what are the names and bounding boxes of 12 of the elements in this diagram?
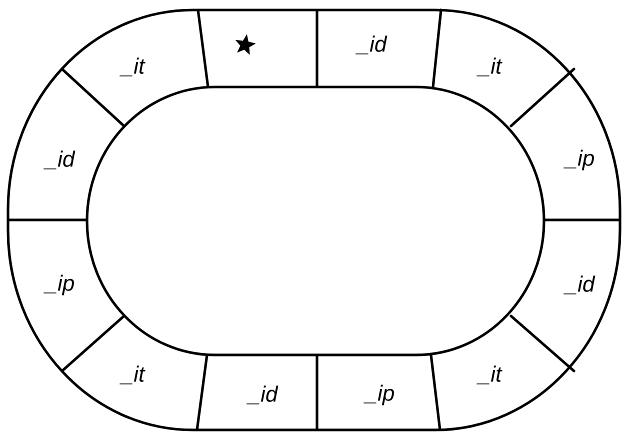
cell-label: _ip: [364, 384, 394, 406]
cell-label: _it: [476, 58, 502, 76]
cell-label: _id: [356, 36, 388, 54]
cell-label: _id: [246, 386, 278, 404]
cell-label: _it: [120, 58, 146, 76]
cell-label: _ip: [44, 274, 74, 296]
cell-label: _it: [476, 366, 502, 384]
cell-label: _it: [120, 366, 146, 384]
cell-label: _id: [564, 276, 596, 294]
star-icon: [235, 34, 256, 55]
cell-label: _id: [44, 150, 76, 170]
cell-label: _ip: [564, 150, 594, 170]
